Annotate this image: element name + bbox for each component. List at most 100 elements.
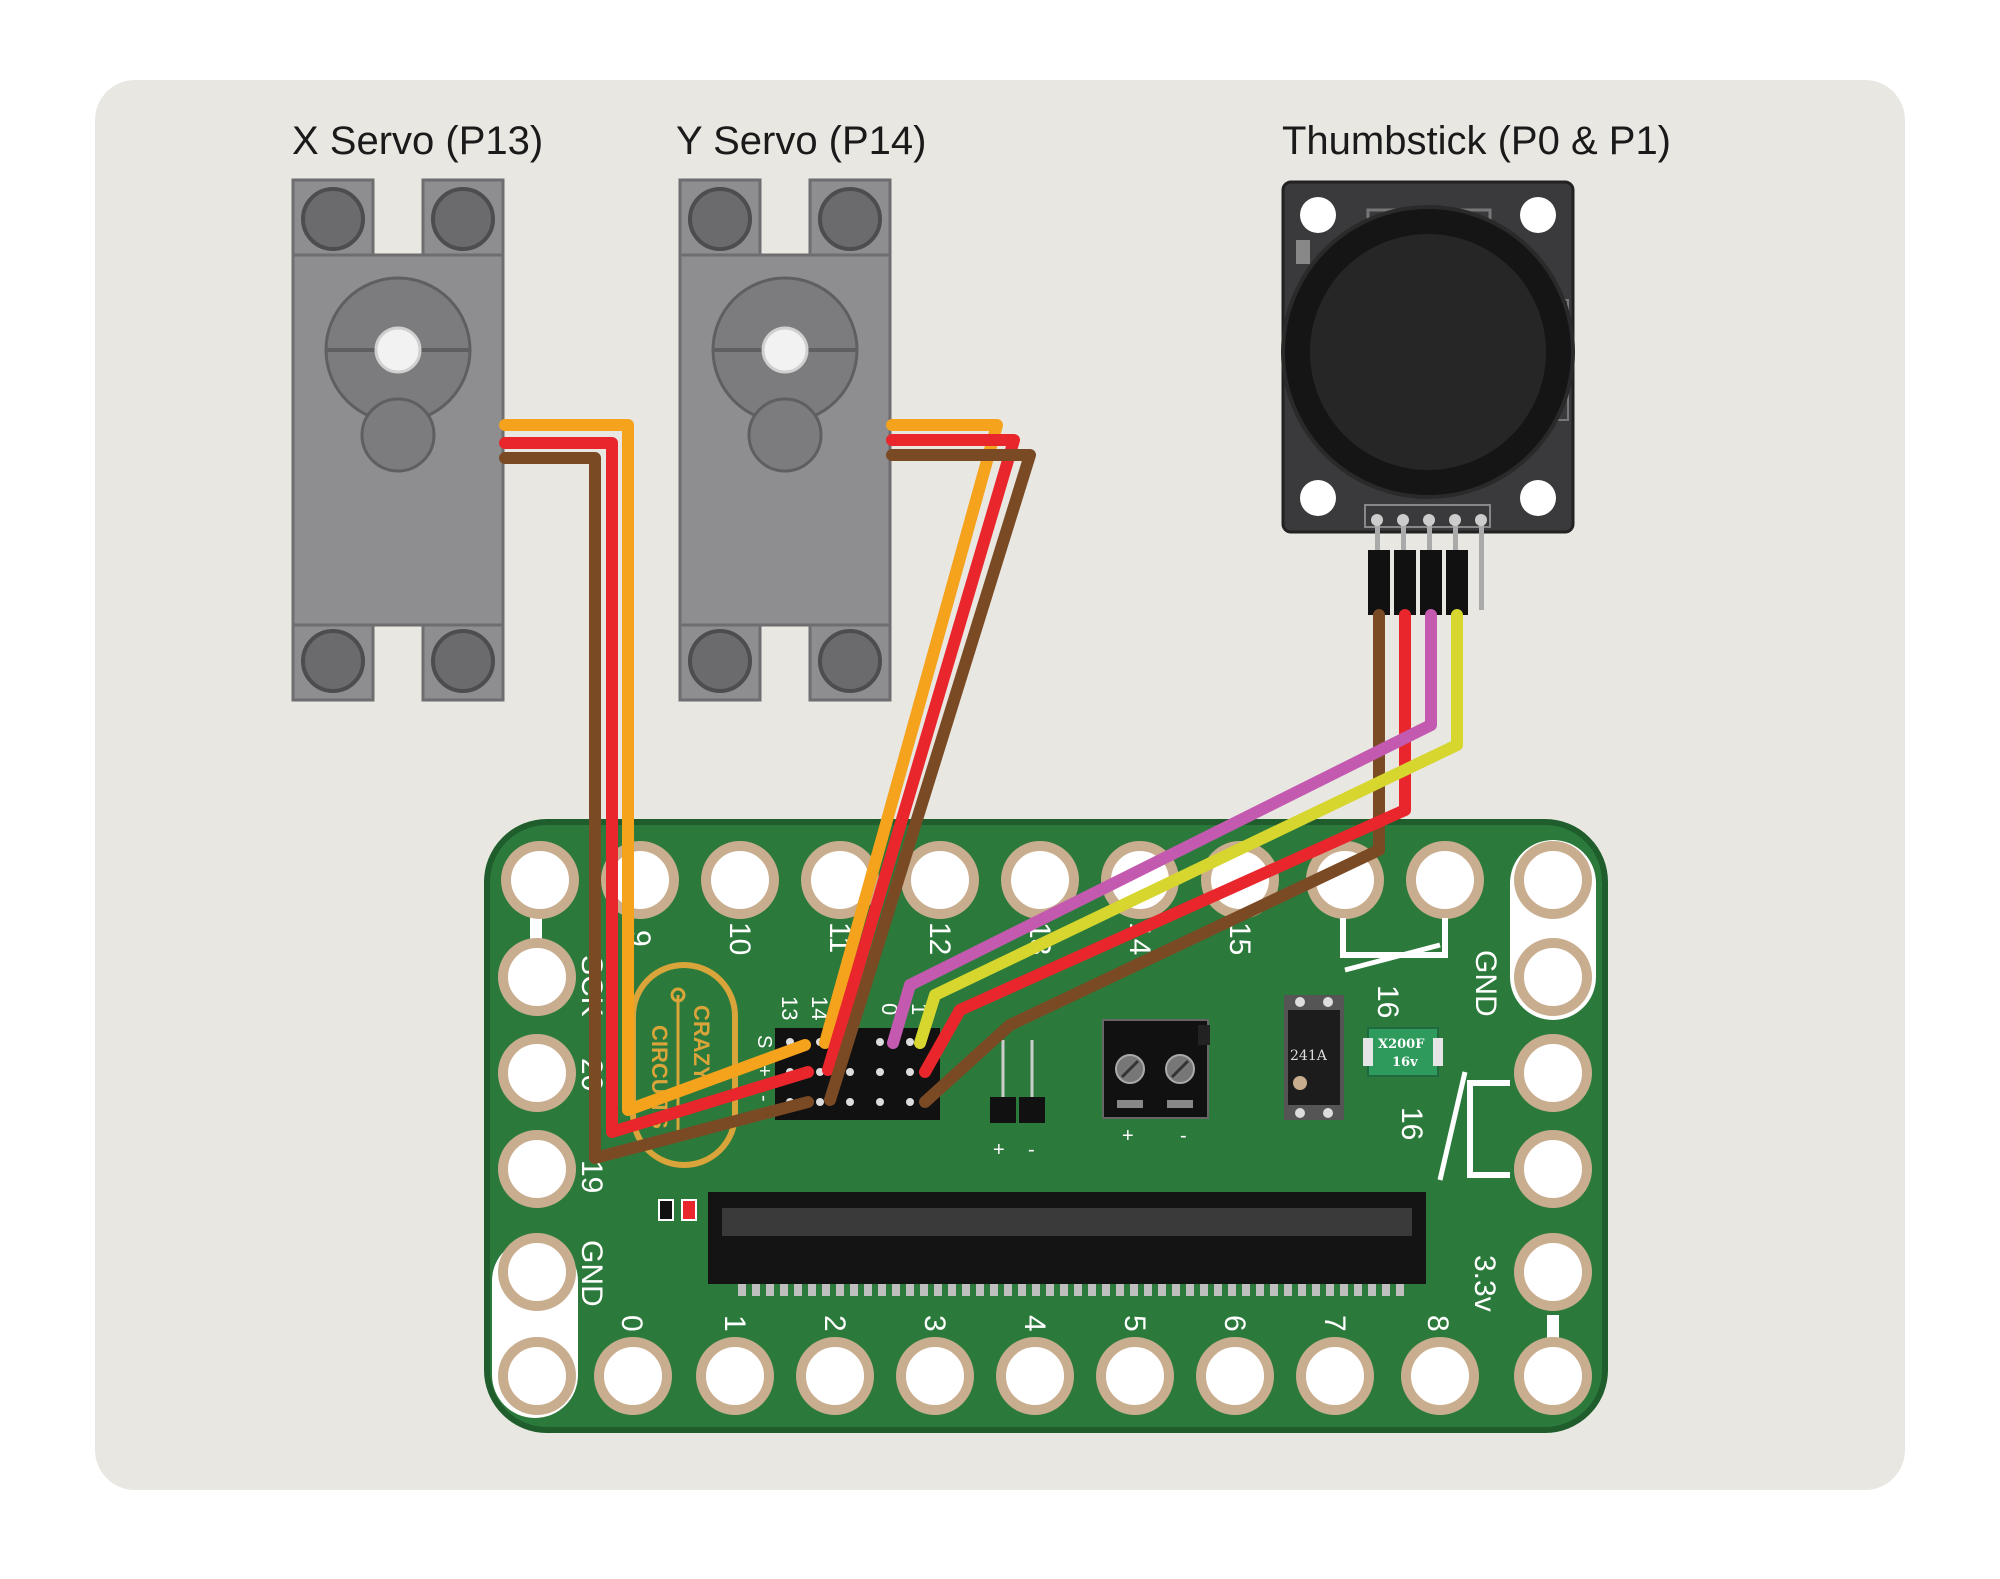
thumbstick-wires [887,609,1463,1108]
pad-label-12: 12 [923,922,956,955]
y-servo-power-wire [822,434,1020,1076]
connection-pad[interactable] [1401,1337,1479,1415]
connection-pad[interactable] [1514,841,1592,919]
connection-pad[interactable] [896,1337,974,1415]
connection-pad[interactable] [498,1233,576,1311]
header-row-plus: + [753,1065,775,1077]
x-servo [291,178,505,702]
x-servo-power-wire [499,437,814,1138]
connection-pad[interactable] [498,1337,576,1415]
y-servo-ground-wire [824,449,1036,1106]
connection-pad[interactable] [1514,1130,1592,1208]
pad-label-10: 10 [723,922,756,955]
brand-crazy: CRAZY [689,1005,714,1081]
led-indicator [658,1199,674,1221]
bottom-pad-labels: 0 1 2 3 4 5 6 7 8 [615,1315,1454,1332]
thumbstick-x-wire [887,609,1437,1049]
servo-shaft [761,326,809,374]
connection-pad[interactable] [1514,1337,1592,1415]
top-pads [501,841,1592,919]
mounting-hole [1520,480,1556,516]
connection-pad[interactable] [501,841,579,919]
connection-pad[interactable] [1196,1337,1274,1415]
connection-pad[interactable] [1514,1034,1592,1112]
jumper-plus: + [993,1139,1005,1161]
connection-pad[interactable] [796,1337,874,1415]
connection-pad[interactable] [498,1034,576,1112]
fuse: X200F 16v [1363,1027,1443,1077]
header-pin-0: 0 [877,1003,902,1015]
voltage-regulator-chip: 241A [1284,995,1344,1120]
thumbstick-header-pins [1368,514,1487,615]
connection-pad[interactable] [594,1337,672,1415]
chip-label: 241A [1290,1048,1328,1064]
mounting-hole [1300,197,1336,233]
x-servo-ground-wire [499,452,814,1164]
connection-pad[interactable] [996,1337,1074,1415]
label-3-3v: 3.3v [1468,1255,1501,1312]
crazy-circuits-board: 9 10 11 12 13 14 15 16 SCK 20 19 GND GND… [484,819,1608,1433]
connection-pad[interactable] [1514,1233,1592,1311]
connection-pad[interactable] [901,841,979,919]
pad-label-3: 3 [918,1315,951,1332]
fuse-line1: X200F [1378,1037,1425,1052]
pad-label-16-right: 16 [1395,1107,1428,1140]
connection-pad[interactable] [1406,841,1484,919]
terminal-minus: - [1180,1125,1187,1147]
connection-pad[interactable] [696,1337,774,1415]
mounting-hole [818,187,882,251]
led-indicator [681,1199,697,1221]
pad-label-0: 0 [615,1315,648,1332]
thumbstick-module [1281,180,1575,615]
thumbstick-title: Thumbstick (P0 & P1) [1282,119,1671,163]
switch-trace-right [1467,1080,1510,1178]
mounting-hole [688,187,752,251]
pad-label-6: 6 [1218,1315,1251,1332]
connection-pad[interactable] [1514,938,1592,1016]
header-row-s: S [753,1035,775,1048]
gnd-label-right: GND [1469,950,1502,1017]
mounting-hole [818,629,882,693]
gnd-label-left: GND [575,1240,608,1307]
x-servo-wires [499,419,814,1164]
thumbstick-y-wire [914,609,1463,1049]
right-pads [1514,938,1592,1415]
pad-label-16-top: 16 [1371,985,1404,1018]
x-servo-signal-wire [499,419,811,1116]
mounting-hole [301,629,365,693]
thumbstick-power-wire [919,609,1411,1078]
bottom-pads [594,1337,1479,1415]
pad-label-5: 5 [1118,1315,1151,1332]
power-jumper: + - [990,1040,1045,1161]
header-row-minus: - [753,1095,775,1102]
connection-pad[interactable] [701,841,779,919]
screw-terminal: + - [1102,1019,1210,1147]
y-servo [678,178,892,702]
pad-label-4: 4 [1018,1315,1051,1332]
pad-label-8: 8 [1421,1315,1454,1332]
header-pin-13: 13 [777,996,802,1020]
terminal-plus: + [1122,1125,1134,1147]
microbit-edge-connector [708,1192,1426,1296]
pad-label-2: 2 [818,1315,851,1332]
mounting-hole [1300,480,1336,516]
mounting-hole [688,629,752,693]
y-servo-wires [819,419,1036,1106]
connection-pad[interactable] [498,1130,576,1208]
connection-pad[interactable] [1296,1337,1374,1415]
y-servo-title: Y Servo (P14) [676,119,927,163]
left-pads [498,938,576,1415]
pad-label-7: 7 [1318,1315,1351,1332]
x-servo-title: X Servo (P13) [292,119,543,163]
thumbstick-ground-wire [919,609,1385,1108]
servo-shaft [374,326,422,374]
connection-pad[interactable] [1096,1337,1174,1415]
connection-pad[interactable] [498,938,576,1016]
fuse-line2: 16v [1392,1055,1418,1070]
mounting-hole [1520,197,1556,233]
mounting-hole [301,187,365,251]
mounting-hole [431,187,495,251]
jumper-minus: - [1028,1139,1035,1161]
